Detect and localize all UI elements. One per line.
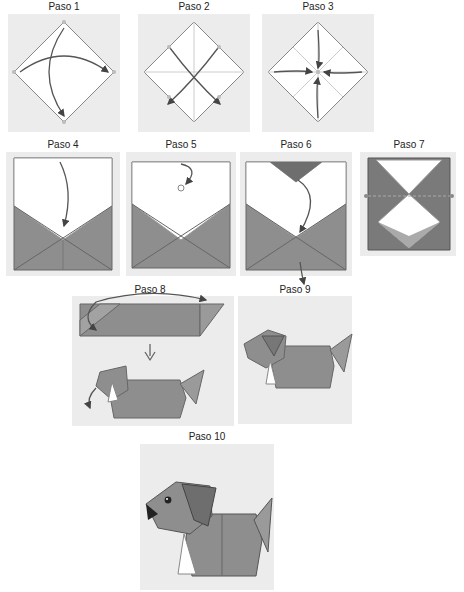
step-label: Paso 10 (189, 431, 226, 443)
step-label: Paso 4 (47, 139, 78, 151)
step-label: Paso 9 (279, 284, 310, 296)
step-label: Paso 1 (48, 1, 79, 13)
step-label: Paso 6 (280, 139, 311, 151)
step-label: Paso 3 (302, 1, 333, 13)
step-label: Paso 7 (393, 139, 424, 151)
step-label: Paso 5 (165, 139, 196, 151)
step-label: Paso 2 (178, 1, 209, 13)
step-label: Paso 8 (134, 284, 165, 296)
